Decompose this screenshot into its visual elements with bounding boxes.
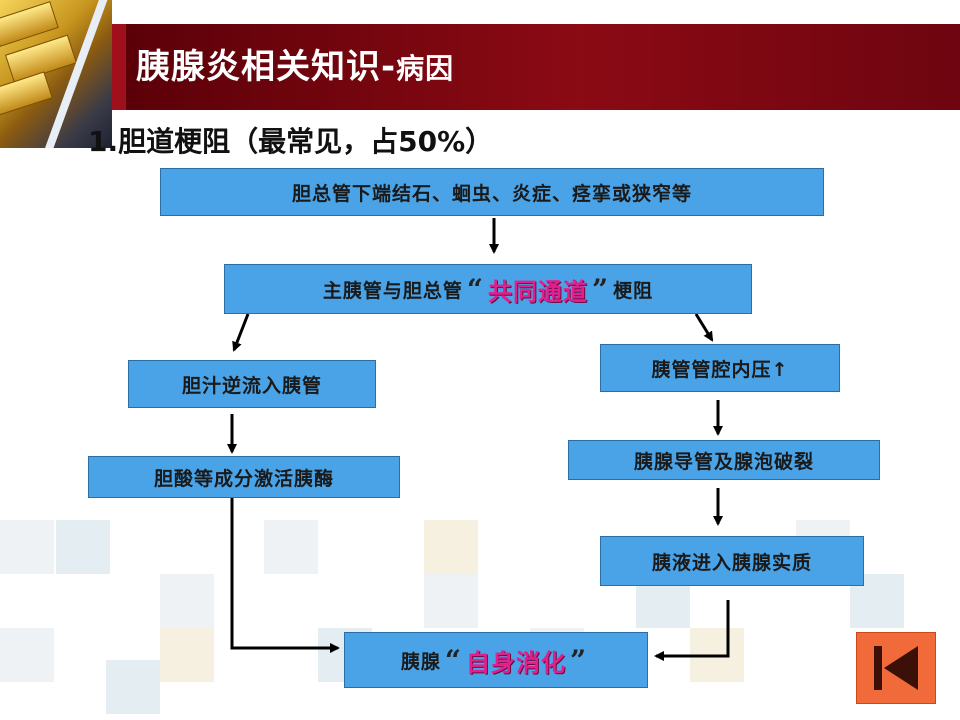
obstruction-quote-close: ”	[592, 272, 610, 306]
skip-to-start-icon	[874, 646, 918, 690]
flow-box-left-2-text: 胆酸等成分激活胰酶	[153, 467, 334, 490]
result-quote-open: “	[444, 643, 462, 677]
flow-box-right-2: 胰腺导管及腺泡破裂	[568, 440, 880, 480]
page-title: 胰腺炎相关知识-病因	[136, 42, 454, 92]
page-title-sub: 病因	[396, 52, 455, 85]
flow-box-right-2-text: 胰腺导管及腺泡破裂	[633, 450, 814, 473]
title-bar	[112, 24, 960, 110]
flow-box-left-1: 胆汁逆流入胰管	[128, 360, 376, 408]
arrow-left2-to-result	[230, 498, 340, 653]
obstruction-prefix: 主胰管与胆总管	[322, 279, 463, 302]
flow-box-right-1: 胰管管腔内压↑	[600, 344, 840, 392]
page-title-main: 胰腺炎相关知识-	[136, 47, 397, 87]
flow-box-cause-text: 胆总管下端结石、蛔虫、炎症、痉挛或狭窄等	[291, 182, 692, 205]
flow-box-right-1-text: 胰管管腔内压↑	[651, 358, 789, 381]
flow-box-left-2: 胆酸等成分激活胰酶	[88, 456, 400, 498]
flow-box-result: 胰腺 “ 自身消化 ”	[344, 632, 648, 688]
first-slide-button[interactable]	[856, 632, 936, 704]
obstruction-suffix: 梗阻	[613, 279, 654, 302]
obstruction-emphasis: 共同通道	[488, 277, 588, 306]
section-heading: 1.胆道梗阻（最常见，占50%）	[88, 125, 494, 158]
flow-box-right-3: 胰液进入胰腺实质	[600, 536, 864, 586]
flow-box-cause: 胆总管下端结石、蛔虫、炎症、痉挛或狭窄等	[160, 168, 824, 216]
flow-box-obstruction: 主胰管与胆总管 “ 共同通道 ” 梗阻	[224, 264, 752, 314]
result-prefix: 胰腺	[400, 650, 441, 673]
arrow-right3-to-result	[654, 600, 730, 661]
result-quote-close: ”	[570, 643, 588, 677]
flow-box-right-3-text: 胰液进入胰腺实质	[651, 551, 812, 574]
gold-bars-image	[0, 0, 112, 148]
obstruction-quote-open: “	[466, 272, 484, 306]
arrow-obstruction-to-right	[694, 313, 714, 342]
result-emphasis: 自身消化	[466, 648, 566, 677]
arrow-obstruction-to-left	[232, 313, 250, 352]
flow-box-left-1-text: 胆汁逆流入胰管	[181, 374, 322, 397]
